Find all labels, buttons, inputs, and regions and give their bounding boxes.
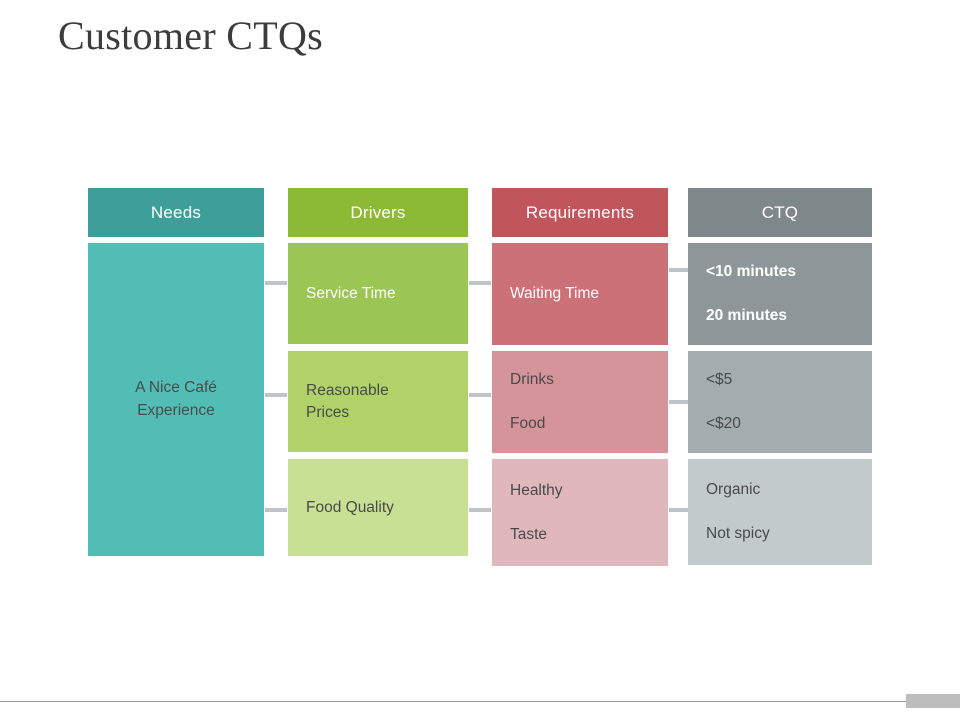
requirements-cell-2: Drinks Food (492, 351, 668, 453)
ctq-cell-1-line1: <10 minutes (706, 263, 797, 281)
drivers-cell-1: Service Time (288, 243, 468, 344)
connector-drivers-requirements-1 (469, 281, 491, 285)
connector-needs-drivers-3 (265, 508, 287, 512)
ctq-cell-2-line1: <$5 (706, 371, 733, 389)
column-header-needs: Needs (88, 188, 264, 237)
requirements-cell-1: Waiting Time (492, 243, 668, 345)
requirements-cell-2-line1: Drinks (510, 371, 554, 389)
needs-cell: A Nice Café Experience (88, 243, 264, 556)
drivers-cell-1-line1: Service Time (306, 284, 396, 302)
drivers-cell-2-line2: Prices (306, 403, 350, 421)
ctq-cell-3-line1: Organic (706, 481, 761, 499)
column-header-requirements: Requirements (492, 188, 668, 237)
footer-divider (0, 701, 960, 702)
needs-cell-line2: Experience (137, 401, 215, 419)
connector-requirements-ctq-3 (669, 508, 691, 512)
drivers-cell-2: Reasonable Prices (288, 351, 468, 452)
drivers-cell-2-line1: Reasonable (306, 381, 389, 399)
connector-needs-drivers-2 (265, 393, 287, 397)
requirements-cell-3-line2: Taste (510, 525, 548, 543)
needs-cell-line1: A Nice Café (135, 379, 217, 397)
ctq-cell-1-line2: 20 minutes (706, 307, 787, 324)
page-title: Customer CTQs (58, 13, 324, 58)
connector-requirements-ctq-2 (669, 400, 691, 404)
requirements-cell-2-line2: Food (510, 415, 546, 432)
column-header-drivers: Drivers (288, 188, 468, 237)
column-header-ctq: CTQ (688, 188, 872, 237)
footer-tab (906, 694, 960, 708)
requirements-cell-3: Healthy Taste (492, 459, 668, 566)
ctq-cell-3: Organic Not spicy (688, 459, 872, 565)
drivers-cell-3-line1: Food Quality (306, 498, 394, 516)
connector-needs-drivers-1 (265, 281, 287, 285)
ctq-cell-3-line2: Not spicy (706, 525, 770, 542)
requirements-cell-1-line1: Waiting Time (510, 285, 600, 303)
ctq-cell-1: <10 minutes 20 minutes (688, 243, 872, 345)
connector-requirements-ctq-1 (669, 268, 691, 272)
requirements-cell-3-line1: Healthy (510, 481, 563, 499)
connector-drivers-requirements-3 (469, 508, 491, 512)
ctq-cell-2: <$5 <$20 (688, 351, 872, 453)
connector-drivers-requirements-2 (469, 393, 491, 397)
drivers-cell-3: Food Quality (288, 459, 468, 556)
ctq-cell-2-line2: <$20 (706, 415, 741, 432)
